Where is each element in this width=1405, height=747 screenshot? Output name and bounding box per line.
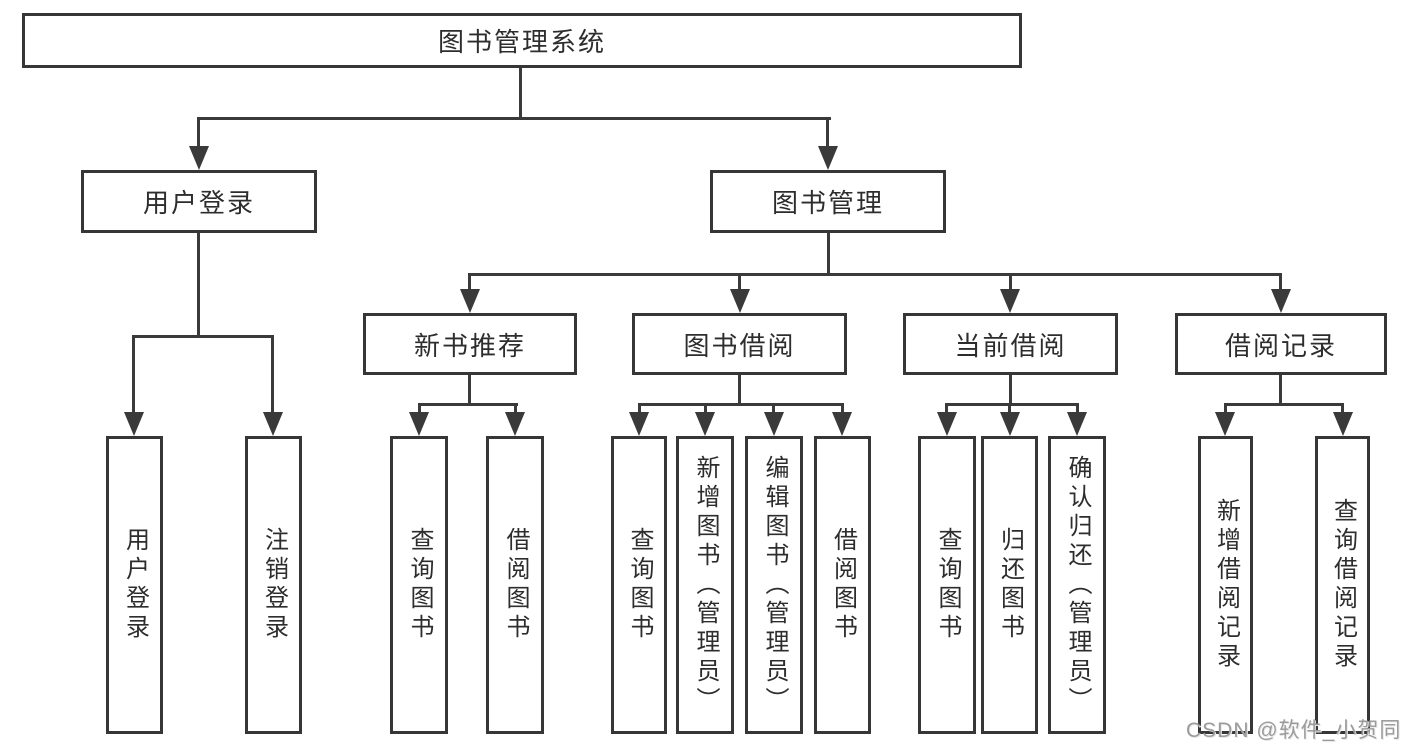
node-leaf-current-search-book: 查询图书: [918, 436, 976, 734]
arrow-down-icon: [409, 412, 429, 436]
connector-line: [1076, 403, 1079, 415]
arrow-down-icon: [1215, 412, 1235, 436]
node-leaf-borrow-edit-book: 编辑图书（管理员）: [745, 436, 803, 734]
arrow-down-icon: [263, 412, 283, 436]
arrow-down-icon: [1000, 412, 1020, 436]
arrow-down-icon: [818, 146, 838, 170]
leaf-label: 确认归还（管理员）: [1064, 454, 1091, 716]
connector-line: [945, 403, 1079, 406]
leaf-label: 注销登录: [260, 527, 288, 643]
arrow-down-icon: [505, 412, 525, 436]
connector-line: [1009, 273, 1012, 293]
node-leaf-logout: 注销登录: [245, 436, 302, 734]
connector-line: [1224, 403, 1344, 406]
leaf-label: 查询图书: [406, 527, 433, 643]
connector-line: [827, 233, 830, 276]
connector-line: [519, 68, 522, 120]
connector-line: [197, 117, 200, 150]
node-user-login: 用户登录: [81, 170, 317, 233]
connector-line: [132, 335, 274, 338]
node-leaf-recommend-search-book: 查询图书: [390, 436, 448, 734]
arrow-down-icon: [937, 412, 957, 436]
arrow-down-icon: [1333, 412, 1353, 436]
leaf-label: 新增借阅记录: [1212, 498, 1240, 672]
node-leaf-recommend-borrow-book: 借阅图书: [486, 436, 544, 734]
node-leaf-current-return-book: 归还图书: [981, 436, 1038, 734]
node-leaf-borrow-borrow-book: 借阅图书: [814, 436, 871, 734]
leaf-label: 新增图书（管理员）: [692, 454, 719, 716]
connector-line: [738, 273, 741, 293]
connector-line: [468, 375, 471, 406]
leaf-label: 借阅图书: [502, 527, 529, 643]
node-leaf-borrow-search-book: 查询图书: [611, 436, 667, 734]
connector-line: [197, 233, 200, 338]
csdn-watermark: CSDN @软件_小贺同学: [1186, 719, 1402, 742]
connector-line: [1009, 375, 1012, 406]
arrow-down-icon: [1000, 289, 1020, 313]
node-root-system: 图书管理系统: [22, 13, 1022, 68]
arrow-down-icon: [460, 289, 480, 313]
leaf-label: 查询图书: [934, 527, 961, 643]
node-leaf-current-confirm-return: 确认归还（管理员）: [1048, 436, 1106, 734]
connector-line: [1279, 375, 1282, 406]
connector-line: [638, 403, 641, 415]
connector-line: [704, 403, 707, 415]
connector-line: [638, 403, 844, 406]
arrow-down-icon: [1271, 289, 1291, 313]
leaf-label: 查询借阅记录: [1329, 498, 1357, 672]
connector-line: [1224, 403, 1227, 415]
leaf-label: 编辑图书（管理员）: [761, 454, 788, 716]
node-leaf-records-search-record: 查询借阅记录: [1315, 436, 1370, 734]
node-current-borrow: 当前借阅: [903, 313, 1118, 375]
connector-line: [841, 403, 844, 415]
arrow-down-icon: [695, 412, 715, 436]
connector-line: [197, 117, 831, 120]
node-leaf-records-add-record: 新增借阅记录: [1198, 436, 1253, 734]
node-borrow-records: 借阅记录: [1175, 313, 1387, 375]
node-book-management: 图书管理: [710, 170, 946, 233]
arrow-down-icon: [832, 412, 852, 436]
connector-line: [418, 403, 518, 406]
arrow-down-icon: [764, 412, 784, 436]
connector-line: [418, 403, 421, 415]
connector-line: [468, 273, 1282, 276]
leaf-label: 查询图书: [626, 527, 653, 643]
arrow-down-icon: [189, 146, 209, 170]
connector-line: [132, 335, 135, 415]
arrow-down-icon: [1067, 412, 1087, 436]
arrow-down-icon: [730, 289, 750, 313]
node-leaf-user-login: 用户登录: [106, 436, 163, 734]
connector-line: [945, 403, 948, 415]
connector-line: [1279, 273, 1282, 293]
connector-line: [1341, 403, 1344, 415]
arrow-down-icon: [629, 412, 649, 436]
connector-line: [468, 273, 471, 293]
node-leaf-borrow-add-book: 新增图书（管理员）: [676, 436, 734, 734]
leaf-label: 归还图书: [996, 527, 1024, 643]
leaf-label: 用户登录: [121, 527, 149, 643]
connector-line: [738, 375, 741, 406]
connector-line: [514, 403, 517, 415]
connector-line: [271, 335, 274, 415]
connector-line: [826, 117, 829, 150]
arrow-down-icon: [124, 412, 144, 436]
connector-line: [772, 403, 775, 415]
node-book-borrow: 图书借阅: [632, 313, 847, 375]
node-new-book-recommend: 新书推荐: [363, 313, 577, 375]
connector-line: [1008, 403, 1011, 415]
leaf-label: 借阅图书: [829, 527, 857, 643]
